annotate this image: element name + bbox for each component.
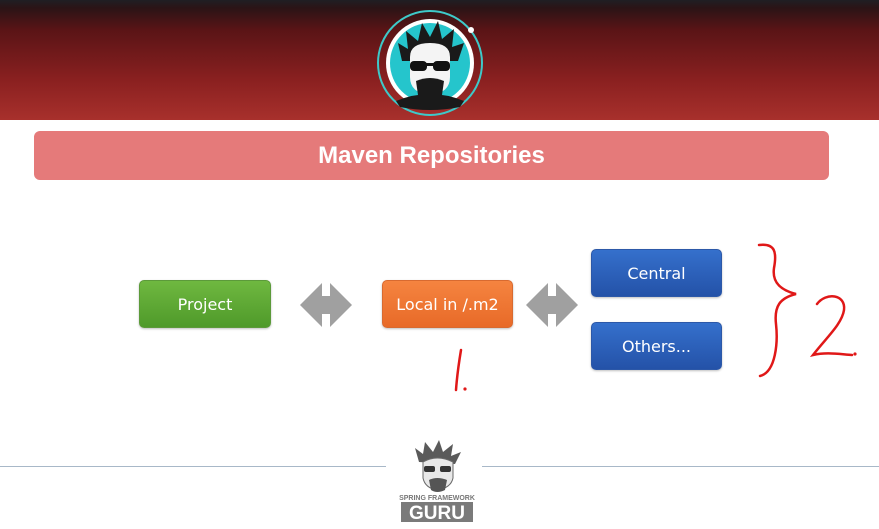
bidirectional-arrow-icon — [300, 283, 352, 327]
avatar-icon — [377, 10, 483, 116]
annotation-two-mark — [809, 295, 854, 357]
local-repository-node: Local in /.m2 — [382, 280, 513, 328]
title-banner: Maven Repositories — [34, 131, 829, 180]
footer-logo: SPRING FRAMEWORK GURU — [397, 440, 477, 524]
slide-title: Maven Repositories — [318, 141, 545, 169]
annotation-one-mark — [454, 348, 463, 392]
curly-brace-mark — [757, 243, 797, 378]
other-repositories-node: Others... — [591, 322, 722, 370]
footer-divider-right — [482, 466, 879, 467]
guru-logo-icon: SPRING FRAMEWORK GURU — [399, 440, 475, 524]
bidirectional-arrow-icon — [526, 283, 578, 327]
central-repository-node: Central — [591, 249, 722, 297]
logo-main-text: GURU — [409, 503, 465, 524]
annotation-one-dot — [463, 387, 467, 391]
project-node: Project — [139, 280, 271, 328]
logo-top-text: SPRING FRAMEWORK — [399, 495, 475, 502]
annotation-two-dot — [853, 352, 857, 356]
avatar — [376, 9, 484, 117]
footer-divider-left — [0, 466, 386, 467]
